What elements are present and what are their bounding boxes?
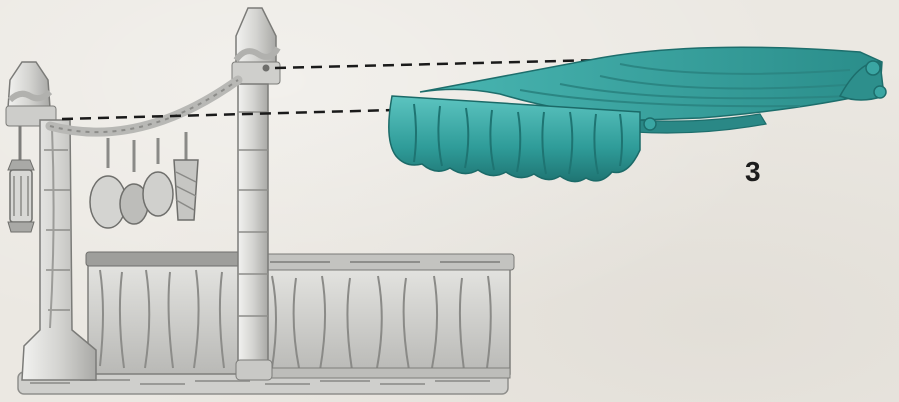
back-wood-panel bbox=[86, 252, 250, 374]
lantern-icon bbox=[8, 126, 34, 232]
step-number: 3 bbox=[745, 156, 761, 188]
front-wood-panel bbox=[256, 254, 514, 378]
awning-canopy bbox=[389, 47, 886, 181]
hanging-sacks bbox=[90, 132, 198, 228]
market-stall-base bbox=[6, 8, 514, 394]
